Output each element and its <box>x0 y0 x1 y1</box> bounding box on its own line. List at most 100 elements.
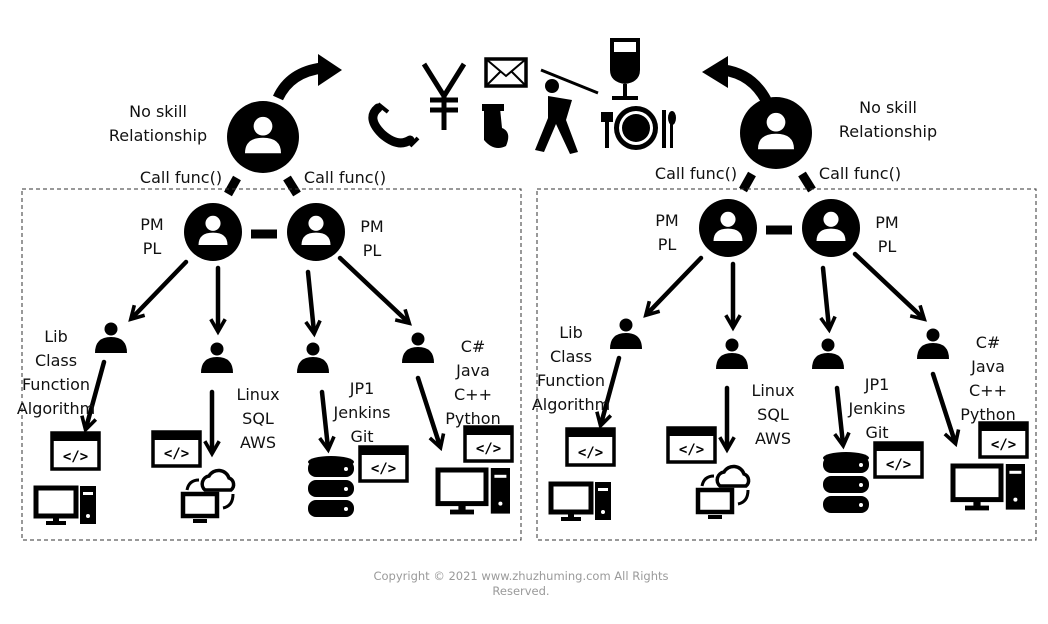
connector <box>283 175 301 197</box>
skill-label: Jenkins <box>333 403 391 422</box>
curved-arrow-right-icon <box>273 54 342 101</box>
arrow-icon <box>80 359 107 434</box>
cloud-computer-icon <box>695 464 751 519</box>
svg-text:</>: </> <box>371 461 396 477</box>
desktop-computer-icon <box>950 463 1025 511</box>
arrow-icon <box>304 269 322 338</box>
skill-label: JP1 <box>864 375 890 394</box>
code-window-icon: </> <box>50 431 101 471</box>
skill-label: Function <box>537 371 605 390</box>
pm-person-icon-right <box>287 203 345 261</box>
database-icon <box>308 456 354 517</box>
pl-label-left: PL <box>658 235 677 254</box>
arrow-icon <box>833 385 851 450</box>
plate-cutlery-icon <box>601 106 676 150</box>
team-boundary-box <box>536 188 1037 541</box>
pm-person-icon-left <box>699 199 757 257</box>
arrow-icon <box>643 255 704 318</box>
skill-label: C# <box>461 337 486 356</box>
curved-arrow-left-icon <box>702 56 771 103</box>
cloud-computer-icon <box>180 468 236 523</box>
pm-label-right: PM <box>360 217 383 236</box>
arrow-icon <box>415 375 446 452</box>
wine-glass-icon <box>610 38 640 100</box>
call-func-label-right: Call func() <box>819 164 901 183</box>
pl-label-right: PL <box>878 237 897 256</box>
database-icon <box>823 452 869 513</box>
envelope-icon <box>484 57 528 88</box>
skill-label: Git <box>350 427 373 446</box>
svg-text:</>: </> <box>476 441 501 457</box>
developer-icon <box>402 332 434 363</box>
yen-icon <box>421 62 467 130</box>
skill-label: Lib <box>559 323 583 342</box>
developer-icon <box>201 342 233 373</box>
pm-person-icon-right <box>802 199 860 257</box>
skill-label: Algorithm <box>17 399 95 418</box>
top-label-line-1: No skill <box>129 102 187 121</box>
svg-text:</>: </> <box>679 442 704 458</box>
connector <box>798 171 816 193</box>
skill-label: C++ <box>454 385 492 404</box>
svg-text:</>: </> <box>164 446 189 462</box>
developer-icon <box>917 328 949 359</box>
code-window-icon: </> <box>151 430 202 468</box>
code-window-icon: </> <box>873 441 924 479</box>
code-window-icon: </> <box>358 445 409 483</box>
code-window-icon: </> <box>978 421 1029 459</box>
svg-text:</>: </> <box>886 457 911 473</box>
skill-label: Java <box>455 361 490 380</box>
skill-label: Git <box>865 423 888 442</box>
skill-label: Python <box>445 409 500 428</box>
skill-label: Linux <box>236 385 279 404</box>
svg-text:</>: </> <box>578 445 603 461</box>
arrow-icon <box>819 265 837 334</box>
arrow-icon <box>595 355 622 430</box>
pm-label-left: PM <box>140 215 163 234</box>
stocking-icon <box>482 104 509 148</box>
desktop-computer-icon <box>33 485 96 525</box>
top-label-line-1: No skill <box>859 98 917 117</box>
developer-icon <box>95 322 127 353</box>
copyright-line-2: Reserved. <box>492 584 549 598</box>
developer-icon <box>610 318 642 349</box>
center-icons <box>368 38 676 154</box>
desktop-computer-icon <box>435 467 510 515</box>
skill-label: Function <box>22 375 90 394</box>
top-label-line-2: Relationship <box>109 126 207 145</box>
pl-label-left: PL <box>143 239 162 258</box>
pm-label-right: PM <box>875 213 898 232</box>
call-func-label-left: Call func() <box>655 164 737 183</box>
arrow-icon <box>852 251 927 322</box>
phone-icon <box>368 102 420 148</box>
skill-label: AWS <box>755 429 791 448</box>
skill-label: Lib <box>44 327 68 346</box>
pm-person-icon-left <box>184 203 242 261</box>
skill-label: Python <box>960 405 1015 424</box>
arrow-icon <box>128 259 189 322</box>
skill-label: C++ <box>969 381 1007 400</box>
code-window-icon: </> <box>463 425 514 463</box>
skill-label: Java <box>970 357 1005 376</box>
copyright-line-1: Copyright © 2021 www.zhuzhuming.com All … <box>373 569 668 583</box>
no-skill-person-icon <box>740 97 812 169</box>
developer-icon <box>297 342 329 373</box>
svg-text:</>: </> <box>991 437 1016 453</box>
pm-label-left: PM <box>655 211 678 230</box>
golfer-icon <box>535 68 599 154</box>
top-label-line-2: Relationship <box>839 122 937 141</box>
skill-label: AWS <box>240 433 276 452</box>
no-skill-person-icon <box>227 101 299 173</box>
skill-label: Jenkins <box>848 399 906 418</box>
svg-text:</>: </> <box>63 449 88 465</box>
skill-label: C# <box>976 333 1001 352</box>
team-boundary-box <box>21 188 522 541</box>
connector <box>739 171 756 193</box>
skill-label: JP1 <box>349 379 375 398</box>
call-func-label-left: Call func() <box>140 168 222 187</box>
skill-label: SQL <box>757 405 789 424</box>
skill-label: SQL <box>242 409 274 428</box>
